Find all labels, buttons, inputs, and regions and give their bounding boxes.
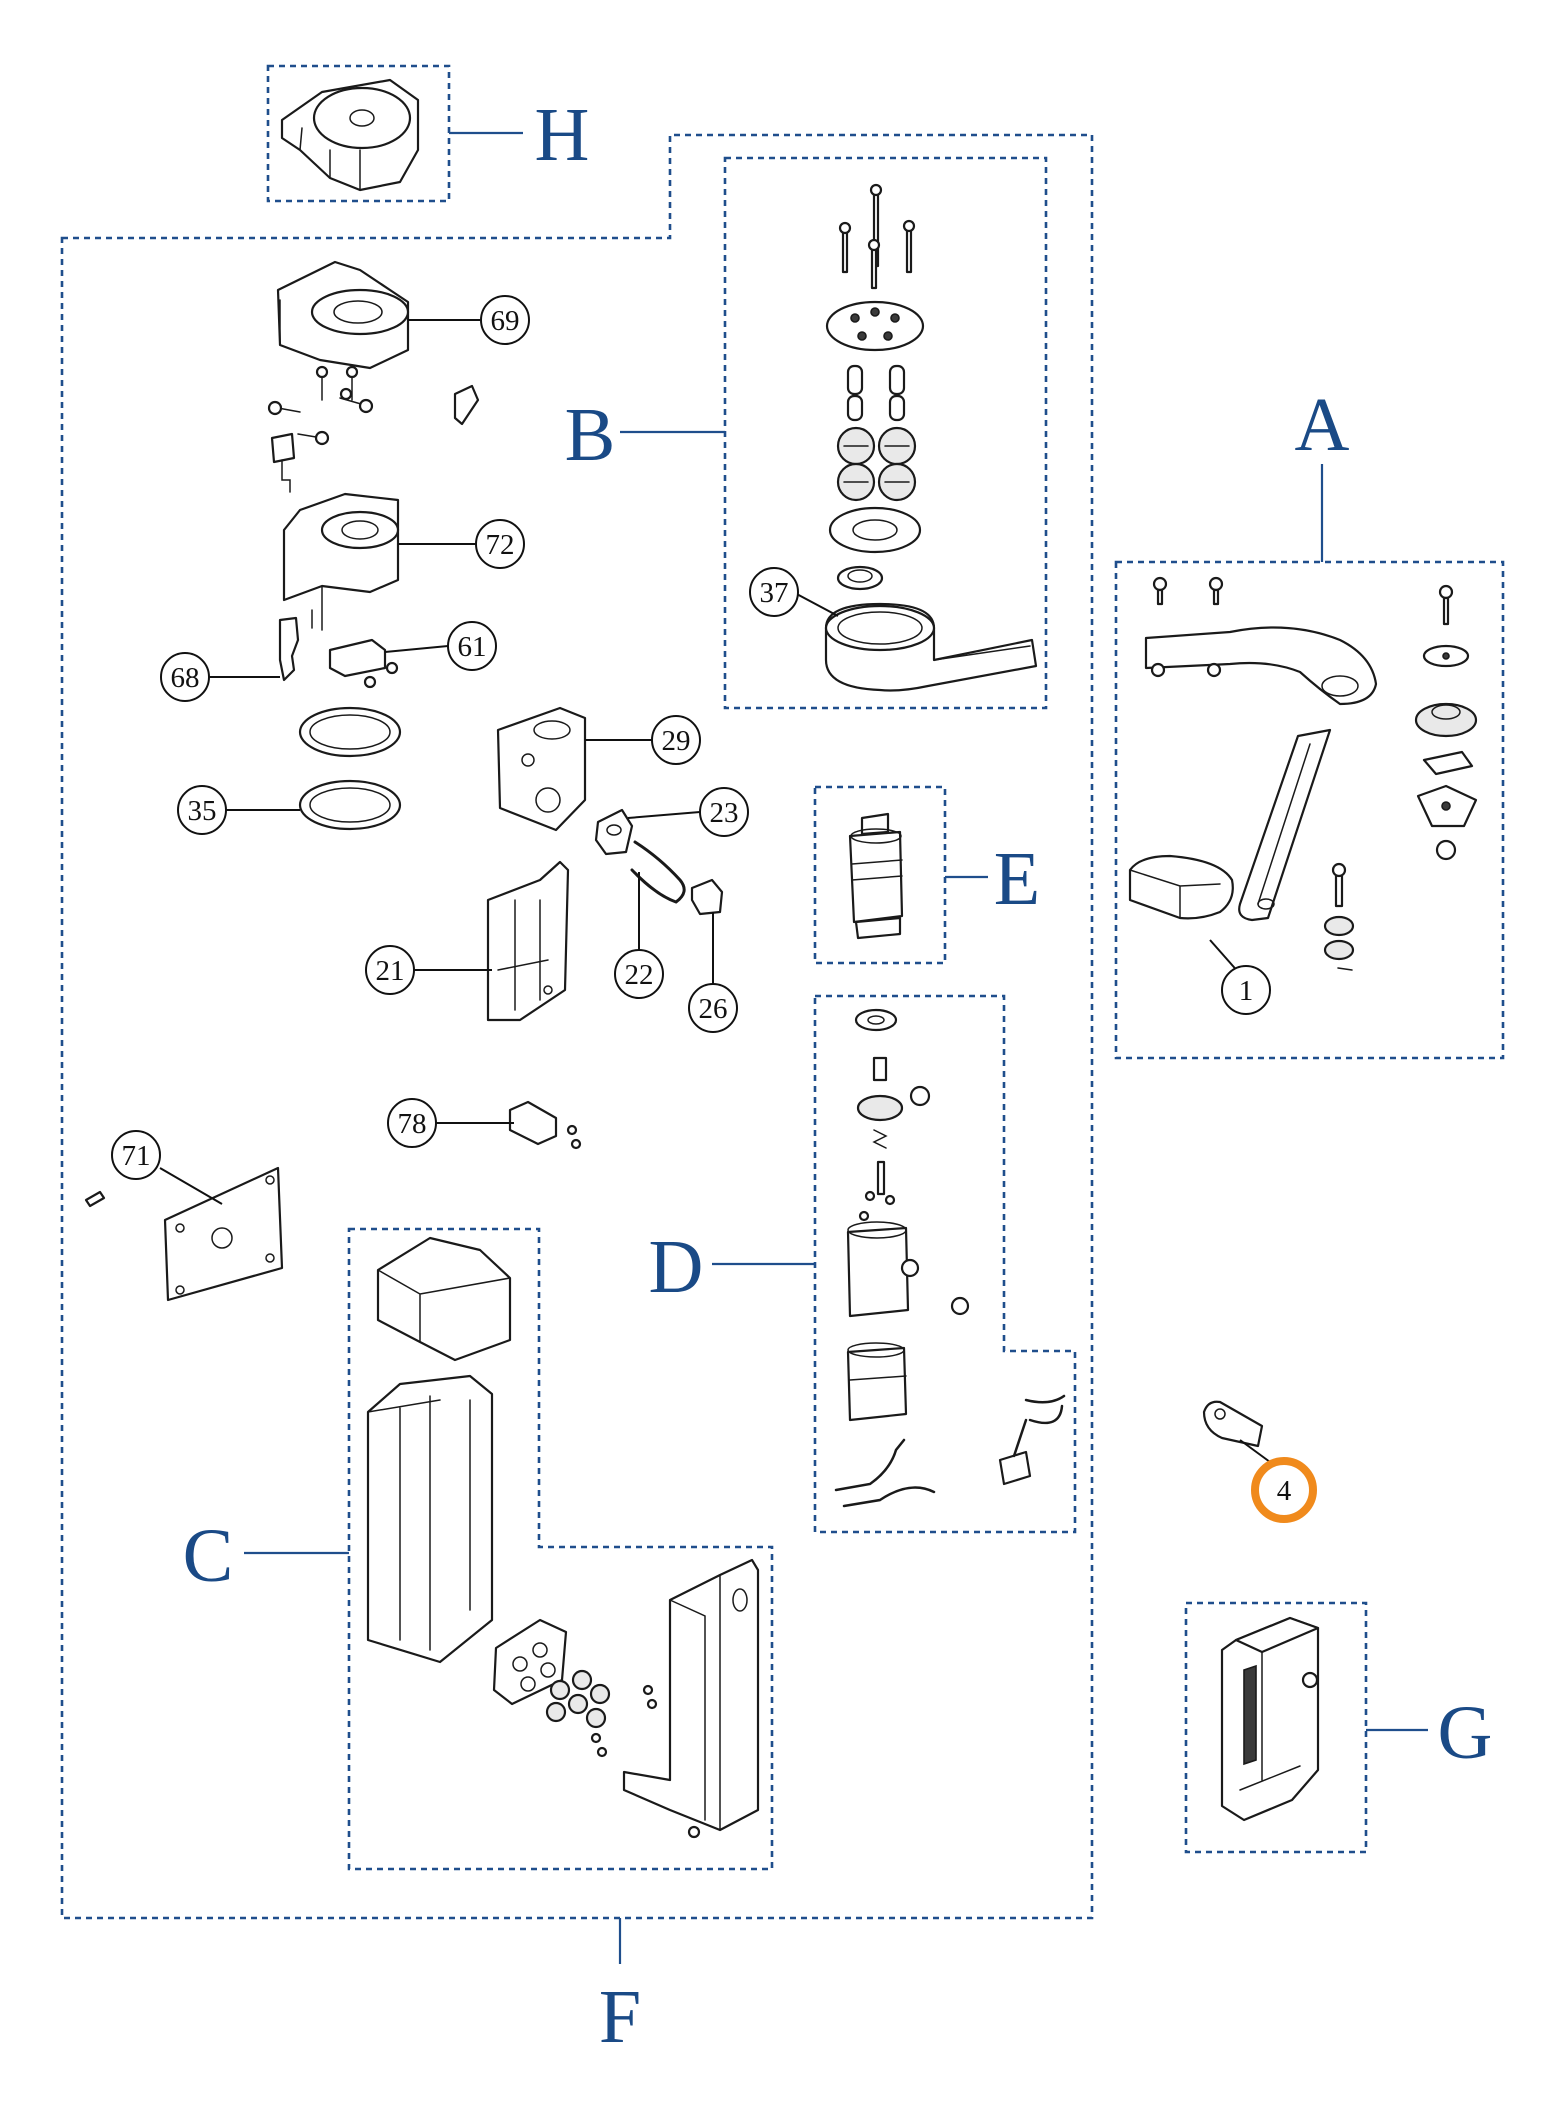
svg-text:71: 71 xyxy=(122,1140,151,1172)
part-37-ring-arm xyxy=(824,602,1038,692)
part-b-carrier xyxy=(828,506,922,554)
part-22-spring xyxy=(630,840,686,904)
svg-text:22: 22 xyxy=(625,959,654,991)
part-a-screws xyxy=(1152,576,1454,626)
part-clip xyxy=(453,384,480,426)
part-d-spring-gear xyxy=(856,1056,931,1149)
part-a-gear-top xyxy=(1414,702,1478,776)
part-a-arm xyxy=(1144,626,1378,706)
group-letter-f: F xyxy=(599,1975,641,2059)
part-d-screws xyxy=(858,1160,896,1222)
group-frame-g xyxy=(1184,1601,1368,1854)
part-c-keypad xyxy=(492,1618,568,1706)
part-c-buttons xyxy=(545,1669,658,1758)
part-29-gearbox xyxy=(496,706,587,832)
callout-line-71 xyxy=(159,1167,223,1205)
part-69-housing xyxy=(276,260,410,370)
group-frame-f xyxy=(60,133,1094,1920)
group-letter-d: D xyxy=(649,1225,704,1309)
callout-4-highlighted: 4 xyxy=(1251,1457,1317,1523)
svg-text:29: 29 xyxy=(662,725,691,757)
part-68-connector xyxy=(278,616,300,682)
callout-69: 69 xyxy=(480,295,530,345)
svg-text:23: 23 xyxy=(710,797,739,829)
part-a-hub xyxy=(1416,784,1478,861)
part-d-wiring xyxy=(834,1394,1066,1508)
svg-text:1: 1 xyxy=(1239,975,1254,1007)
part-c-cap xyxy=(376,1236,512,1362)
part-b-screws xyxy=(838,183,916,290)
part-a-slide-rail xyxy=(1238,728,1332,922)
part-connector-top xyxy=(270,432,296,493)
part-d-motor xyxy=(846,1342,908,1422)
part-4-key xyxy=(1202,1400,1264,1448)
part-c-frame xyxy=(366,1374,494,1664)
callout-line-61 xyxy=(384,645,449,653)
part-61-block xyxy=(328,638,399,689)
callout-23: 23 xyxy=(699,787,749,837)
part-21-body xyxy=(486,860,570,1022)
part-26-bracket xyxy=(690,878,724,916)
part-a-washer xyxy=(1422,644,1470,668)
callout-line-4 xyxy=(1239,1439,1271,1463)
callout-72: 72 xyxy=(475,519,525,569)
callout-78: 78 xyxy=(387,1098,437,1148)
svg-text:72: 72 xyxy=(486,529,515,561)
svg-text:61: 61 xyxy=(458,631,487,663)
group-letter-g: G xyxy=(1438,1691,1493,1775)
part-d-sleeve xyxy=(846,1221,970,1318)
group-letter-e: E xyxy=(994,837,1040,921)
part-d-washer xyxy=(854,1008,898,1032)
callout-22: 22 xyxy=(614,949,664,999)
callout-26: 26 xyxy=(688,983,738,1033)
part-72-housing xyxy=(282,492,400,631)
group-letter-c: C xyxy=(183,1514,234,1598)
part-71-plate xyxy=(163,1166,284,1302)
callout-21: 21 xyxy=(365,945,415,995)
group-frame-h xyxy=(266,64,451,203)
group-letter-a: A xyxy=(1295,383,1350,467)
group-letter-b: B xyxy=(565,393,616,477)
part-b-pins xyxy=(846,364,906,422)
svg-text:37: 37 xyxy=(760,577,789,609)
part-a-bolt-stack xyxy=(1323,862,1355,971)
callout-68: 68 xyxy=(160,652,210,702)
group-letter-h: H xyxy=(535,93,590,177)
svg-text:26: 26 xyxy=(699,993,728,1025)
callout-37: 37 xyxy=(749,567,799,617)
part-23-cover xyxy=(594,808,634,856)
part-c-tube xyxy=(622,1558,760,1839)
part-screws-69 xyxy=(267,365,374,446)
svg-text:68: 68 xyxy=(171,662,200,694)
svg-text:69: 69 xyxy=(491,305,520,337)
group-frame-d xyxy=(813,994,1077,1534)
part-35-rings xyxy=(298,706,402,831)
svg-text:35: 35 xyxy=(188,795,217,827)
group-frame-a xyxy=(1114,560,1505,1060)
callout-35: 35 xyxy=(177,785,227,835)
svg-text:21: 21 xyxy=(376,955,405,987)
part-1-cover xyxy=(1128,854,1234,920)
part-pin xyxy=(84,1190,106,1208)
part-78-bracket xyxy=(508,1100,582,1150)
callout-1: 1 xyxy=(1221,965,1271,1015)
group-frame-c xyxy=(347,1227,774,1871)
callout-29: 29 xyxy=(651,715,701,765)
part-b-gears xyxy=(836,426,917,502)
svg-text:78: 78 xyxy=(398,1108,427,1140)
part-h-housing xyxy=(280,78,420,192)
svg-text:4: 4 xyxy=(1277,1475,1292,1507)
callout-61: 61 xyxy=(447,621,497,671)
part-b-bushing xyxy=(836,565,884,591)
part-e-motor xyxy=(848,812,904,940)
callout-line-23 xyxy=(627,811,701,819)
callout-71: 71 xyxy=(111,1130,161,1180)
callout-line-37 xyxy=(792,591,839,617)
part-g-controller xyxy=(1220,1616,1320,1822)
group-frame-b xyxy=(723,156,1048,710)
part-b-plate xyxy=(825,300,925,352)
